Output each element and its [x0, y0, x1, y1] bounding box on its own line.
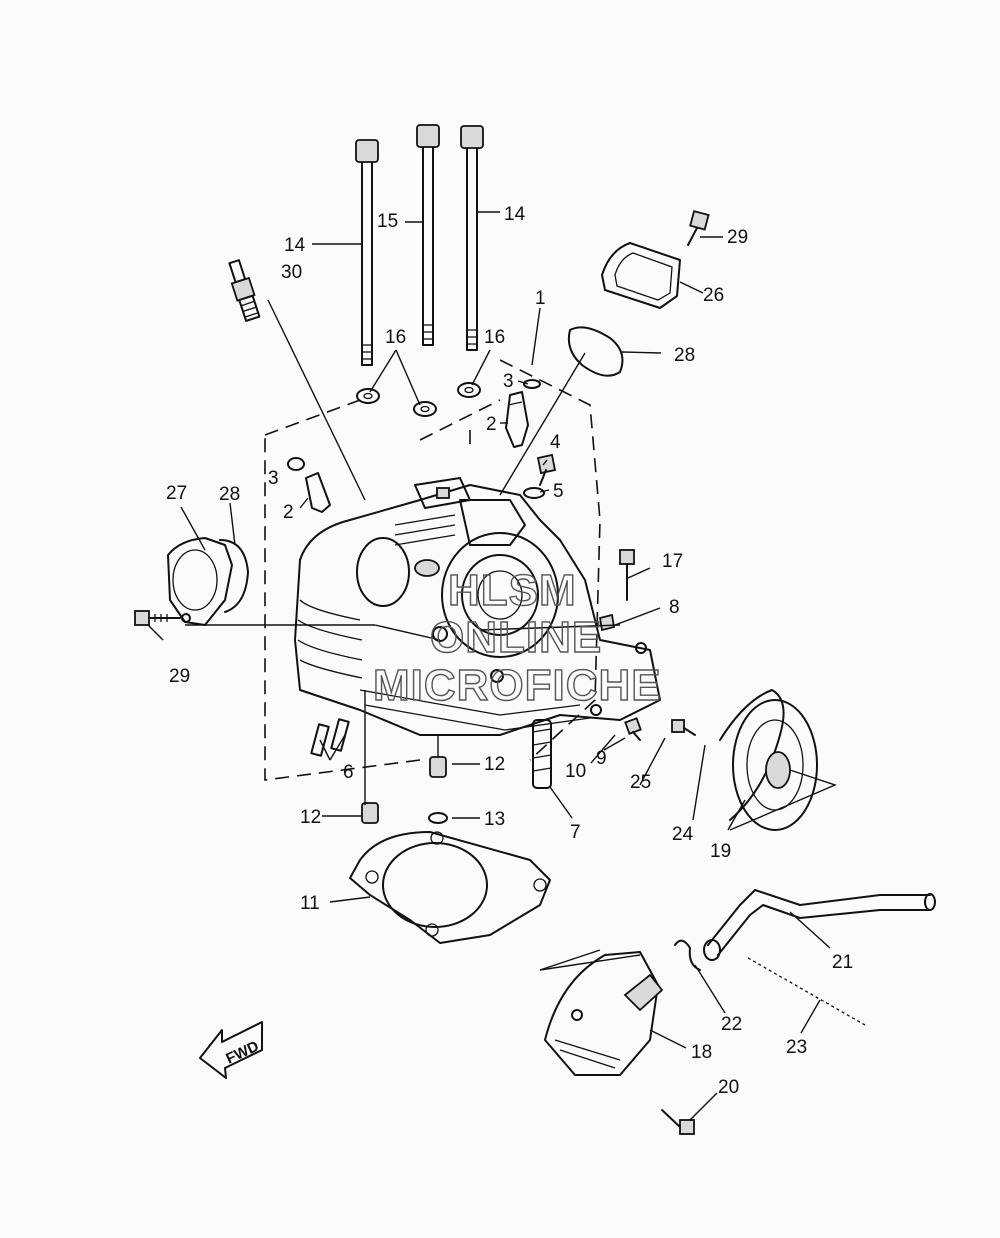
watermark-line-2: ONLINE [430, 613, 602, 662]
watermark-line-3: MICROFICHE [373, 661, 662, 710]
callout-28-top: 28 [674, 345, 695, 366]
bolt-9 [624, 717, 642, 741]
bolt-29-left [134, 610, 191, 626]
callout-14-left: 14 [284, 235, 306, 256]
callout-19: 19 [710, 841, 731, 862]
bolt-29-right [687, 210, 710, 246]
callout-14-right: 14 [504, 204, 526, 225]
leader-lines [147, 211, 837, 1121]
callout-17: 17 [662, 551, 683, 572]
washer-5 [523, 487, 545, 499]
forward-direction-arrow [199, 1021, 263, 1079]
cylinder-head-gasket-11 [349, 831, 551, 944]
callout-30: 30 [281, 262, 302, 283]
stud-bolt-15 [416, 124, 440, 346]
callout-12-right: 12 [484, 754, 505, 775]
valve-guide-2 [305, 391, 529, 513]
callout-25: 25 [630, 772, 651, 793]
callout-13: 13 [484, 809, 505, 830]
callout-11: 11 [300, 893, 320, 914]
callout-6: 6 [343, 762, 354, 783]
callout-16-right: 16 [484, 327, 505, 348]
callout-1: 1 [535, 288, 546, 309]
callout-4: 4 [550, 432, 561, 453]
bolt-4 [536, 453, 557, 486]
o-ring-24 [719, 689, 785, 821]
callout-2-upper: 2 [486, 414, 497, 435]
forward-label: FWD [223, 1038, 261, 1068]
spark-plug-30 [228, 259, 261, 322]
callout-15: 15 [377, 211, 398, 232]
callout-5: 5 [553, 481, 564, 502]
intake-flange-26 [601, 242, 681, 309]
gasket-28-top [567, 326, 624, 377]
washer-16 [356, 382, 481, 417]
callout-18: 18 [691, 1042, 712, 1063]
tappet-cover-18 [544, 951, 664, 1076]
watermark-line-1: HLSM [448, 566, 577, 615]
callout-24: 24 [672, 824, 694, 845]
bolt-20 [661, 1109, 695, 1135]
callout-3-lower: 3 [268, 468, 279, 489]
cylinder-head [294, 477, 661, 736]
cable-tie-23 [747, 957, 866, 1026]
callout-16-left: 16 [385, 327, 406, 348]
callout-3-upper: 3 [503, 371, 514, 392]
callout-9: 9 [596, 748, 607, 769]
callout-21: 21 [832, 952, 853, 973]
callout-29-right: 29 [727, 227, 748, 248]
callout-27: 27 [166, 483, 187, 504]
clip-22 [674, 939, 701, 971]
callout-2-lower: 2 [283, 502, 294, 523]
callout-10: 10 [565, 761, 586, 782]
callout-29-left: 29 [169, 666, 190, 687]
callout-26: 26 [703, 285, 724, 306]
callout-12-left: 12 [300, 807, 321, 828]
assembly-outline [264, 359, 601, 781]
gasket-28-left [219, 539, 249, 613]
bolt-17 [619, 549, 635, 601]
clip-line [539, 949, 601, 971]
circlip-3 [287, 379, 541, 471]
callout-23: 23 [786, 1037, 807, 1058]
breather-hose-21 [703, 889, 936, 961]
callout-7: 7 [570, 822, 581, 843]
callout-8: 8 [669, 597, 680, 618]
stud-7 [532, 719, 552, 789]
valve-cover-27 [167, 537, 233, 626]
callout-28-left: 28 [219, 484, 240, 505]
stud-bolt-14-left [355, 139, 379, 366]
callout-20: 20 [718, 1077, 739, 1098]
stud-bolt-14-right [460, 125, 484, 351]
washer-13 [428, 812, 448, 824]
dowel-12 [361, 756, 447, 824]
callout-22: 22 [721, 1014, 742, 1035]
bolt-25 [671, 719, 696, 736]
callout-labels: 1 2 2 3 3 4 5 6 7 8 9 10 11 12 12 13 14 … [166, 204, 853, 1098]
